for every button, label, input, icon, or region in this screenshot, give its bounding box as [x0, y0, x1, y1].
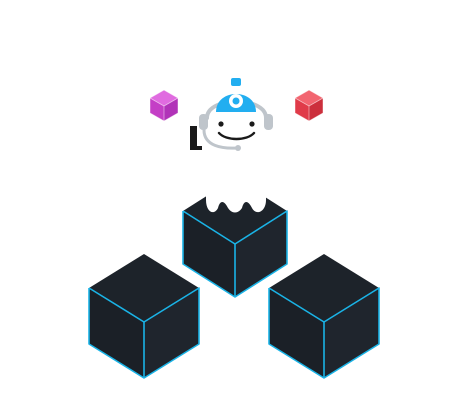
block-bottom-right [268, 254, 380, 379]
block-top-center-right-face [235, 211, 287, 297]
pink-gem-cube-icon [149, 89, 179, 122]
miner-mascot [190, 78, 273, 213]
mascot-tool [190, 126, 202, 150]
block-bottom-left-left-face [89, 288, 144, 378]
miner-helmet-icon [216, 78, 256, 112]
mascot-smile [217, 131, 256, 141]
mascot-right-eye [249, 121, 255, 127]
block-bottom-right-right-face [324, 288, 379, 378]
block-bottom-left-right-face [144, 288, 199, 378]
block-bottom-left [88, 254, 200, 379]
block-bottom-right-left-face [269, 288, 324, 378]
block-top-center-left-face [183, 211, 235, 297]
mascot-body [206, 88, 266, 213]
red-gem-cube-icon [294, 89, 324, 122]
mascot-left-eye [218, 121, 224, 127]
